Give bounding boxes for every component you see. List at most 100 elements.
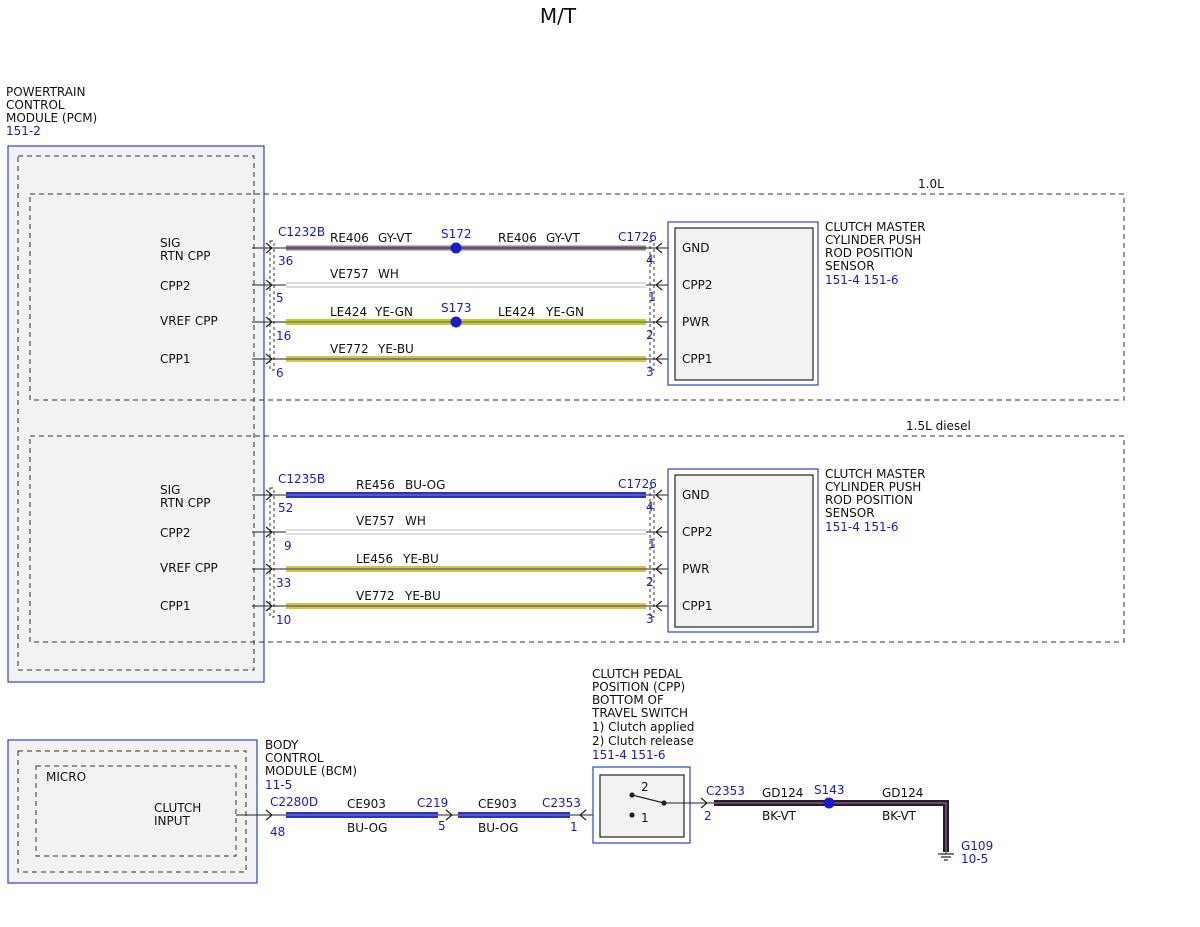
circuit-label: VE772 xyxy=(330,342,369,356)
svg-text:SENSOR: SENSOR xyxy=(825,506,875,520)
pcm-ref: 151-2 xyxy=(6,124,41,138)
wire-color-label: YE-BU xyxy=(377,342,414,356)
circuit-label: CE903 xyxy=(347,797,386,811)
variant-2-wire-cpp2[interactable] xyxy=(252,526,676,538)
svg-text:CPP2: CPP2 xyxy=(682,278,713,292)
svg-text:CPP1: CPP1 xyxy=(682,599,713,613)
sensor-refs: 151-4 151-6 xyxy=(825,520,899,534)
variant-1-wire-cpp2[interactable] xyxy=(252,279,676,291)
svg-text:CPP1: CPP1 xyxy=(160,599,191,613)
pcm-module[interactable] xyxy=(7,145,265,683)
svg-text:CLUTCH: CLUTCH xyxy=(154,801,201,815)
circuit-label: VE757 xyxy=(330,267,369,281)
svg-text:SENSOR: SENSOR xyxy=(825,259,875,273)
variant-2-sensor-pin-labels: GND CPP2 PWR CPP1 xyxy=(682,488,713,613)
variant-1-label: 1.0L xyxy=(918,177,944,191)
variant-2-wire-pwr[interactable] xyxy=(252,563,676,575)
wire-color-label: YE-GN xyxy=(374,305,413,319)
bcm-micro-label: MICRO xyxy=(46,770,86,784)
pin-number: 3 xyxy=(646,365,654,379)
circuit-label: GD124 xyxy=(882,786,923,800)
splice-s143-label: S143 xyxy=(814,783,845,797)
circuit-label: RE406 xyxy=(330,231,369,245)
page-title: M/T xyxy=(540,4,577,28)
switch-label: CLUTCH PEDAL POSITION (CPP) BOTTOM OF TR… xyxy=(591,667,694,762)
variant-2-wire-gnd[interactable] xyxy=(252,489,676,501)
svg-text:CLUTCH MASTER: CLUTCH MASTER xyxy=(825,220,926,234)
bcm-ref: 11-5 xyxy=(265,778,292,792)
variant-1-pin-labels: SIG RTN CPP CPP2 VREF CPP CPP1 xyxy=(160,236,218,366)
svg-text:CPP1: CPP1 xyxy=(682,352,713,366)
wire-color-label: WH xyxy=(405,514,426,528)
pcm-inner-dashed xyxy=(17,155,255,671)
circuit-label: LE424 xyxy=(330,305,367,319)
ground-label: G109 xyxy=(961,839,993,853)
svg-text:RTN CPP: RTN CPP xyxy=(160,496,210,510)
pin-number: 4 xyxy=(646,253,654,267)
svg-text:CPP1: CPP1 xyxy=(160,352,191,366)
variant-1-wire-pwr[interactable] xyxy=(252,316,676,328)
variant-2-wire-cpp1[interactable] xyxy=(252,600,676,612)
ground-ref: 10-5 xyxy=(961,852,988,866)
variant-1-wire-gnd[interactable] xyxy=(252,242,676,254)
bcm-pin: 48 xyxy=(270,825,285,839)
bcm-connector: C2280D xyxy=(270,795,318,809)
circuit-label: RE456 xyxy=(356,478,395,492)
svg-text:GND: GND xyxy=(682,241,710,255)
wire-color-label: BU-OG xyxy=(405,478,445,492)
variant-1-sensor-pin-labels: GND CPP2 PWR CPP1 xyxy=(682,241,713,366)
variant-1-sensor-name: CLUTCH MASTER CYLINDER PUSH ROD POSITION… xyxy=(825,220,926,287)
svg-text:ROD POSITION: ROD POSITION xyxy=(825,246,913,260)
wire-color-label: BK-VT xyxy=(762,809,797,823)
svg-text:POWERTRAIN: POWERTRAIN xyxy=(6,85,86,99)
circuit-label: RE406 xyxy=(498,231,537,245)
variant-1-box xyxy=(29,193,1125,401)
sensor-refs: 151-4 151-6 xyxy=(825,273,899,287)
variant-2-pcm-connector-outline xyxy=(269,487,275,618)
svg-text:INPUT: INPUT xyxy=(154,814,191,828)
wire-color-label: YE-BU xyxy=(404,589,441,603)
svg-text:RTN CPP: RTN CPP xyxy=(160,249,210,263)
svg-text:PWR: PWR xyxy=(682,315,709,329)
ground-wire[interactable] xyxy=(690,797,949,853)
svg-text:CYLINDER PUSH: CYLINDER PUSH xyxy=(825,480,921,494)
circuit-label: VE757 xyxy=(356,514,395,528)
splice-s173-label: S173 xyxy=(441,301,472,315)
variant-1-sensor-inner xyxy=(674,227,814,381)
bcm-module[interactable] xyxy=(7,739,258,884)
svg-text:PWR: PWR xyxy=(682,562,709,576)
bcm-micro-box xyxy=(35,765,237,857)
pin-number: 1 xyxy=(648,537,656,551)
svg-text:VREF CPP: VREF CPP xyxy=(160,561,218,575)
pin-number: 33 xyxy=(276,576,291,590)
svg-text:ROD POSITION: ROD POSITION xyxy=(825,493,913,507)
pin-number: 5 xyxy=(276,291,284,305)
circuit-label: LE424 xyxy=(498,305,535,319)
pin-number: 36 xyxy=(278,254,293,268)
variant-2-sensor-inner xyxy=(674,474,814,628)
svg-text:POSITION (CPP): POSITION (CPP) xyxy=(592,680,685,694)
ground-icon xyxy=(938,852,954,861)
svg-text:CPP2: CPP2 xyxy=(160,526,191,540)
wire-color-label: BK-VT xyxy=(882,809,917,823)
variant-2-sensor-connector-outline xyxy=(649,487,655,618)
bcm-clutch-input-wire[interactable] xyxy=(236,809,632,821)
ground-pin: 2 xyxy=(704,809,712,823)
inline-connector-c219: C219 xyxy=(417,796,448,810)
svg-text:TRAVEL SWITCH: TRAVEL SWITCH xyxy=(591,706,688,720)
pin-number: 52 xyxy=(278,501,293,515)
switch-contact-1: 1 xyxy=(641,811,649,825)
svg-text:CLUTCH PEDAL: CLUTCH PEDAL xyxy=(592,667,682,681)
pin-number: 1 xyxy=(648,290,656,304)
wire-color-label: YE-GN xyxy=(545,305,584,319)
svg-text:MODULE (PCM): MODULE (PCM) xyxy=(6,111,97,125)
pin-number: 4 xyxy=(646,500,654,514)
svg-text:SIG: SIG xyxy=(160,236,180,250)
bcm-label: BODY CONTROL MODULE (BCM) 11-5 xyxy=(265,738,357,792)
variant-1-wire-cpp1[interactable] xyxy=(252,353,676,365)
pin-number: 6 xyxy=(276,366,284,380)
splice-s172 xyxy=(450,242,462,254)
svg-text:CPP2: CPP2 xyxy=(160,279,191,293)
circuit-label: VE772 xyxy=(356,589,395,603)
